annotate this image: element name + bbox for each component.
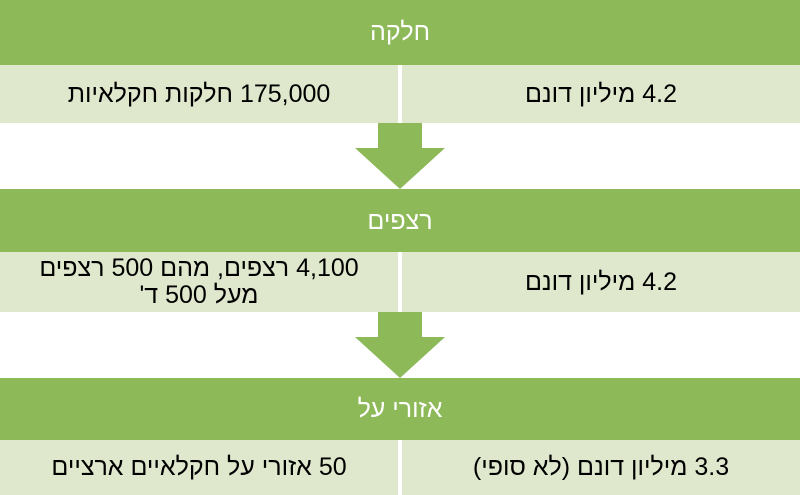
section-3-left-cell: 50 אזורי על חקלאיים ארציים xyxy=(51,453,347,481)
section-2-row: 4,100 רצפים, מהם 500 רצפים מעל 500 ד' 4.… xyxy=(0,252,800,312)
section-2-left-cell: 4,100 רצפים, מהם 500 רצפים מעל 500 ד' xyxy=(39,254,359,309)
section-3-row: 50 אזורי על חקלאיים ארציים 3.3 מיליון דו… xyxy=(0,440,800,495)
row-divider xyxy=(398,65,402,123)
section-3-header: אזורי על xyxy=(0,378,800,440)
section-1-row: 175,000 חלקות חקלאיות 4.2 מיליון דונם xyxy=(0,65,800,123)
section-2-right-cell: 4.2 מיליון דונם xyxy=(524,267,678,296)
section-2-header: רצפים xyxy=(0,189,800,254)
section-1-title: חלקה xyxy=(369,18,431,46)
section-1-left-cell: 175,000 חלקות חקלאיות xyxy=(67,79,331,108)
section-2-title: רצפים xyxy=(367,207,433,235)
section-1-right-cell: 4.2 מיליון דונם xyxy=(524,79,678,108)
down-arrow-1-icon xyxy=(355,123,445,189)
row-divider xyxy=(398,440,402,495)
down-arrow-2-icon xyxy=(355,312,445,378)
section-3-right-cell: 3.3 מיליון דונם (לא סופי) xyxy=(472,453,730,481)
section-1-header: חלקה xyxy=(0,0,800,65)
section-3-title: אזורי על xyxy=(357,394,443,423)
row-divider xyxy=(398,252,402,312)
